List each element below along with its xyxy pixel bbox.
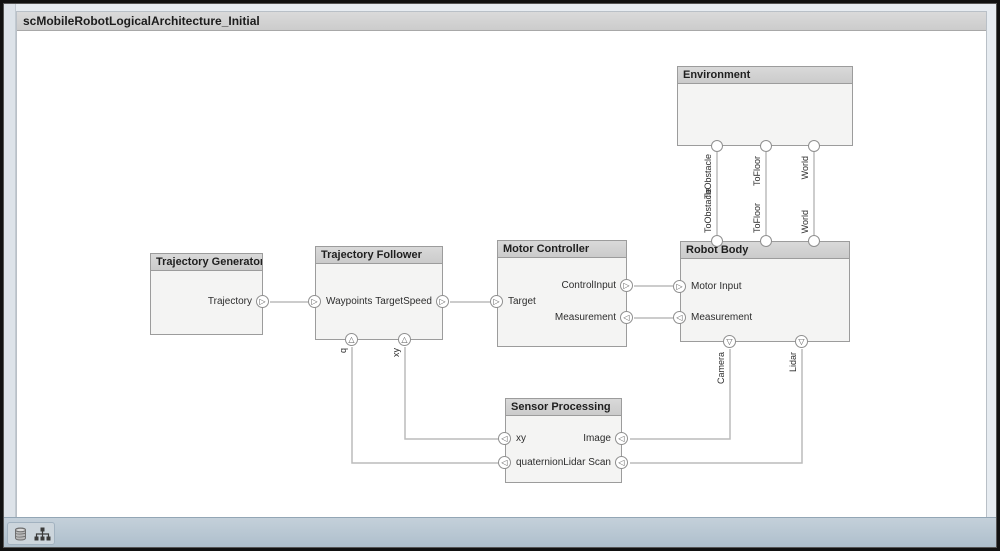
port-environment-tofloor[interactable]: [760, 140, 772, 152]
port-sensor-image[interactable]: ◁: [615, 432, 628, 445]
port-label: xy: [516, 433, 526, 444]
link-label-tofloor-top: ToFloor: [752, 156, 762, 187]
block-trajectory-generator-title: Trajectory Generator: [151, 254, 262, 271]
input-port-icon: ◁: [618, 433, 625, 443]
hierarchy-view-button[interactable]: [32, 525, 52, 543]
port-motorcontroller-target[interactable]: ▷: [490, 295, 503, 308]
port-motorcontroller-controlinput[interactable]: ▷: [620, 279, 633, 292]
link-label-tofloor-bottom: ToFloor: [752, 202, 762, 233]
port-robotbody-world[interactable]: [808, 235, 820, 247]
output-port-icon: ▷: [259, 296, 266, 306]
diagram-title: scMobileRobotLogicalArchitecture_Initial: [17, 12, 986, 31]
port-label: quaternion: [516, 457, 564, 468]
port-environment-world[interactable]: [808, 140, 820, 152]
status-bar: [4, 517, 996, 547]
link-label-world-top: World: [800, 156, 810, 180]
output-port-icon: ◁: [501, 457, 508, 467]
port-label: Target: [508, 296, 536, 307]
port-robotbody-lidar[interactable]: ▽: [795, 335, 808, 348]
output-port-icon: ◁: [501, 433, 508, 443]
port-robotbody-tofloor[interactable]: [760, 235, 772, 247]
block-sensor-processing-title: Sensor Processing: [506, 399, 621, 416]
input-port-icon: ▷: [493, 296, 500, 306]
port-label: ControlInput: [561, 280, 616, 291]
hierarchy-icon: [34, 527, 50, 540]
port-follower-waypoints[interactable]: ▷: [308, 295, 321, 308]
input-port-icon: △: [348, 334, 355, 344]
data-dictionary-button[interactable]: [10, 525, 30, 543]
port-label: Image: [583, 433, 611, 444]
database-icon: [14, 526, 26, 541]
port-label: Trajectory: [207, 296, 252, 307]
block-motor-controller[interactable]: Motor Controller: [497, 240, 627, 347]
link-label-toobstacle-bottom: ToObstacle: [703, 187, 713, 233]
port-follower-q[interactable]: △: [345, 333, 358, 346]
port-follower-targetspeed[interactable]: ▷: [436, 295, 449, 308]
port-robotbody-measurement[interactable]: ◁: [673, 311, 686, 324]
block-trajectory-follower-title: Trajectory Follower: [316, 247, 442, 264]
output-port-icon: ▷: [439, 296, 446, 306]
wire-quaternion-q: [351, 347, 498, 464]
port-sensor-quaternion[interactable]: ◁: [498, 456, 511, 469]
output-port-icon: ◁: [676, 312, 683, 322]
port-motorcontroller-measurement[interactable]: ◁: [620, 311, 633, 324]
port-label: Waypoints: [326, 296, 373, 307]
input-port-icon: ◁: [618, 457, 625, 467]
port-label-vertical: xy: [391, 348, 401, 357]
port-label: Lidar Scan: [563, 457, 611, 468]
input-port-icon: ◁: [623, 312, 630, 322]
link-label-world-bottom: World: [800, 209, 810, 233]
port-robotbody-camera[interactable]: ▽: [723, 335, 736, 348]
port-label: TargetSpeed: [375, 296, 432, 307]
block-trajectory-follower[interactable]: Trajectory Follower: [315, 246, 443, 340]
block-environment[interactable]: Environment: [677, 66, 853, 146]
canvas-badge-group: [7, 522, 55, 545]
port-robotbody-motor-input[interactable]: ▷: [673, 280, 686, 293]
port-robotbody-toobstacle[interactable]: [711, 235, 723, 247]
block-sensor-processing[interactable]: Sensor Processing: [505, 398, 622, 483]
block-environment-title: Environment: [678, 67, 852, 84]
port-sensor-xy[interactable]: ◁: [498, 432, 511, 445]
port-label-vertical: Lidar: [788, 352, 798, 373]
block-motor-controller-title: Motor Controller: [498, 241, 626, 258]
wire-xy-xy: [404, 347, 498, 440]
wire-camera-image: [630, 349, 731, 440]
port-environment-toobstacle[interactable]: [711, 140, 723, 152]
port-label: Measurement: [554, 312, 616, 323]
port-sensor-lidarscan[interactable]: ◁: [615, 456, 628, 469]
port-label-vertical: q: [338, 348, 348, 354]
input-port-icon: ▷: [311, 296, 318, 306]
output-port-icon: ▽: [798, 336, 805, 346]
port-follower-xy[interactable]: △: [398, 333, 411, 346]
port-label-vertical: Camera: [716, 352, 726, 385]
wire-lidar-lidarscan: [630, 349, 803, 464]
port-generator-trajectory[interactable]: ▷: [256, 295, 269, 308]
output-port-icon: ▷: [623, 280, 630, 290]
output-port-icon: ▽: [726, 336, 733, 346]
port-label: Motor Input: [691, 281, 742, 292]
port-label: Measurement: [691, 312, 753, 323]
input-port-icon: △: [401, 334, 408, 344]
input-port-icon: ▷: [676, 281, 683, 291]
block-robot-body-title: Robot Body: [681, 242, 849, 259]
left-gutter: [4, 4, 16, 518]
block-trajectory-generator[interactable]: Trajectory Generator: [150, 253, 263, 335]
